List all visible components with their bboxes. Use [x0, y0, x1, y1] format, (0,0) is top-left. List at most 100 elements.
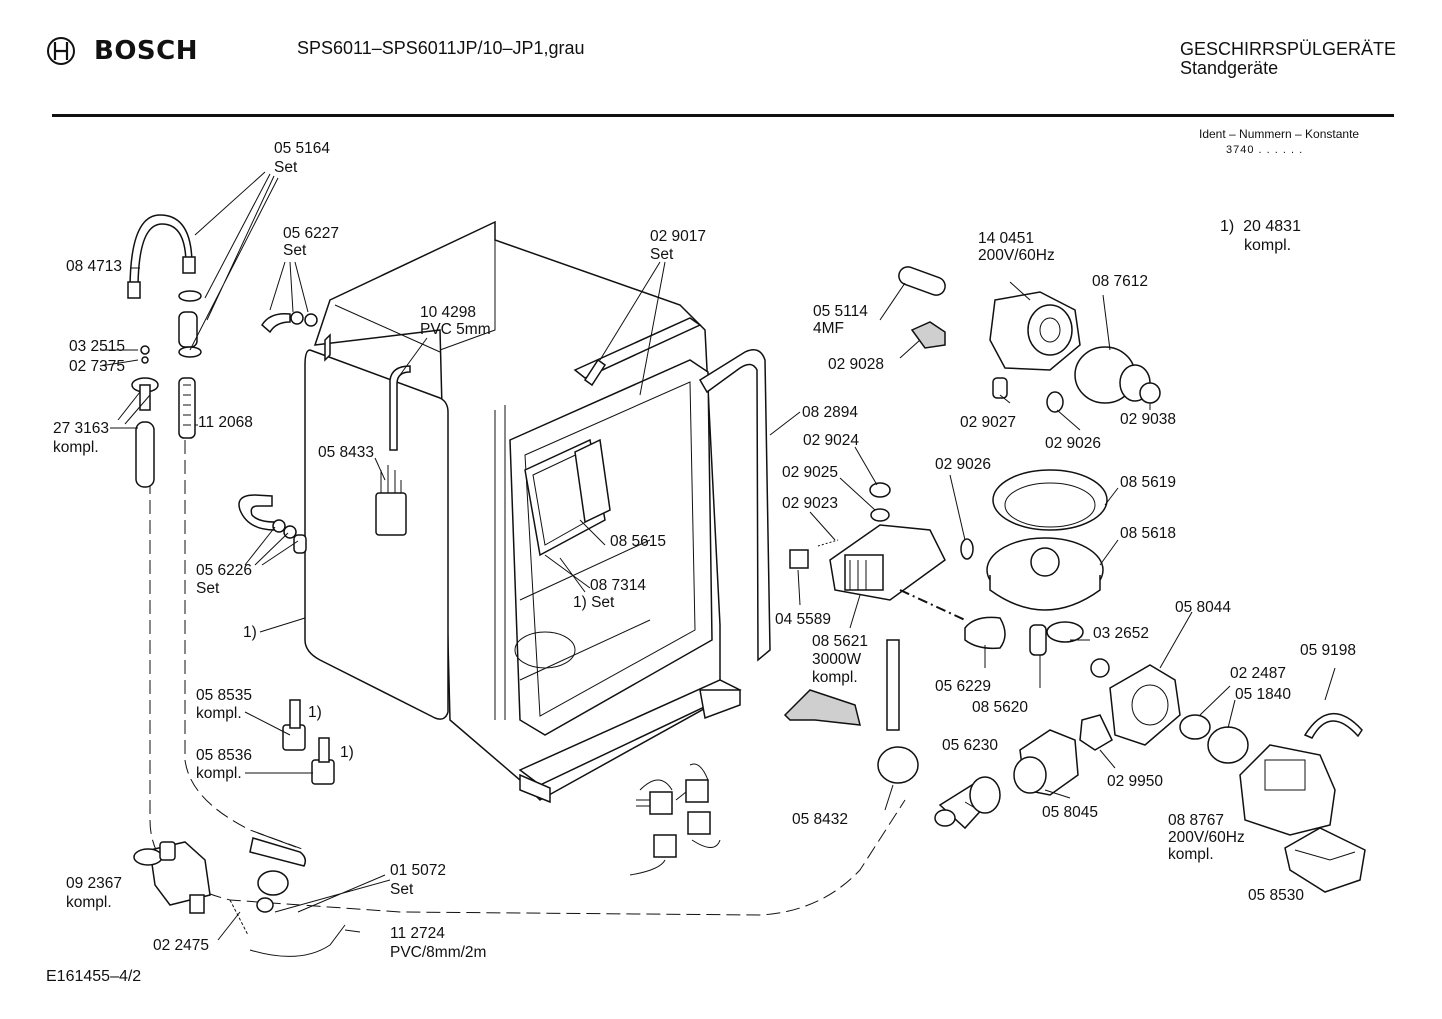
inlet-valve-092367 [133, 841, 211, 914]
valve-058535 [282, 699, 306, 751]
label-087612: 08 7612 [1092, 273, 1148, 290]
svg-text:05 8044: 05 8044 [1175, 599, 1231, 616]
label-ref1-a: 1) [308, 704, 322, 721]
capacitor-058433 [375, 465, 407, 536]
label-085615: 08 5615 [610, 533, 666, 550]
ident-constant: 3740 . . . . . . [1226, 144, 1304, 156]
label-015072-l2: Set [390, 881, 414, 898]
svg-text:02 9028: 02 9028 [828, 356, 884, 373]
seal-029038 [1139, 382, 1161, 404]
bosch-logo-icon [47, 37, 75, 65]
label-058535-l2: kompl. [196, 705, 242, 722]
svg-text:05 1840: 05 1840 [1235, 686, 1291, 703]
footnote-ref: 1) [1220, 218, 1235, 235]
pipe-273163 [135, 421, 155, 488]
label-029026b: 02 9026 [935, 456, 991, 473]
label-056226-l2: Set [196, 580, 220, 597]
label-056226-l1: 05 6226 [196, 562, 252, 579]
belt-059198 [1303, 713, 1363, 739]
label-085621-l3: kompl. [812, 669, 858, 686]
heater-085621 [829, 524, 946, 601]
svg-text:1): 1) [243, 624, 257, 641]
connector-085620 [1029, 621, 1084, 656]
label-029017-l1: 02 9017 [650, 228, 706, 245]
label-084713: 08 4713 [66, 258, 122, 275]
svg-text:05 8530: 05 8530 [1248, 887, 1304, 904]
label-029038: 02 9038 [1120, 411, 1176, 428]
label-112068: 11 2068 [198, 414, 253, 431]
svg-text:02 2475: 02 2475 [153, 937, 209, 954]
svg-text:02 9026: 02 9026 [935, 456, 991, 473]
svg-text:08 2894: 08 2894 [802, 404, 858, 421]
category-subtitle: Standgeräte [1180, 58, 1279, 78]
hose-set-015072 [249, 832, 307, 913]
brand: BOSCH [46, 36, 198, 66]
label-029025: 02 9025 [782, 464, 838, 481]
label-085619: 08 5619 [1120, 474, 1176, 491]
label-029024: 02 9024 [803, 432, 859, 449]
svg-text:1) Set: 1) Set [573, 594, 615, 611]
label-055114-l1: 05 5114 [813, 303, 868, 320]
svg-text:08 5615: 08 5615 [610, 533, 666, 550]
svg-text:02 9024: 02 9024 [803, 432, 859, 449]
label-055114-l2: 4MF [813, 320, 844, 337]
label-ref1-left: 1) [243, 624, 257, 641]
svg-text:08 5619: 08 5619 [1120, 474, 1176, 491]
hose-112724 [229, 899, 346, 957]
label-ref1-set: 1) Set [573, 594, 615, 611]
svg-text:05 6230: 05 6230 [942, 737, 998, 754]
hose-set-056227 [261, 311, 318, 334]
motor-088767 [1239, 744, 1336, 836]
hose-set-055164 [178, 290, 202, 358]
label-058536-l2: kompl. [196, 765, 242, 782]
label-085618: 08 5618 [1120, 525, 1176, 542]
hose-set-056226 [238, 494, 307, 554]
label-032515: 03 2515 [69, 338, 125, 355]
svg-text:02 2487: 02 2487 [1230, 665, 1286, 682]
valve-058536 [311, 737, 335, 785]
bushing-029027 [992, 377, 1008, 399]
svg-text:04 5589: 04 5589 [775, 611, 831, 628]
capacitor-055114 [898, 266, 946, 296]
label-055164-l2: Set [274, 159, 298, 176]
leader-lines [99, 171, 1336, 941]
svg-text:08 7612: 08 7612 [1092, 273, 1148, 290]
label-029023: 02 9023 [782, 495, 838, 512]
svg-text:02 9026: 02 9026 [1045, 435, 1101, 452]
svg-text:03 2652: 03 2652 [1093, 625, 1149, 642]
svg-text:02 9023: 02 9023 [782, 495, 838, 512]
label-015072-l1: 01 5072 [390, 862, 446, 879]
label-273163-l2: kompl. [53, 439, 99, 456]
cover-058530 [1284, 827, 1366, 893]
svg-text:05 8432: 05 8432 [792, 811, 848, 828]
label-029950: 02 9950 [1107, 773, 1163, 790]
sensor-045589 [789, 549, 809, 569]
label-085621-l1: 08 5621 [812, 633, 868, 650]
label-104298-l1: 10 4298 [420, 304, 476, 321]
svg-text:02 9025: 02 9025 [782, 464, 838, 481]
label-087314: 08 7314 [590, 577, 646, 594]
label-085621-l2: 3000W [812, 651, 861, 668]
svg-text:05 9198: 05 9198 [1300, 642, 1356, 659]
label-140451-l2: 200V/60Hz [978, 247, 1055, 264]
sump-085619 [992, 469, 1108, 531]
svg-text:11 2068: 11 2068 [198, 414, 253, 431]
svg-text:1): 1) [340, 744, 354, 761]
footnote-text: kompl. [1244, 237, 1292, 254]
hose-112068 [178, 377, 196, 439]
connector-056230 [934, 776, 1001, 830]
seal-029950 [1079, 714, 1113, 751]
svg-text:08 5618: 08 5618 [1120, 525, 1176, 542]
label-058536-l1: 05 8536 [196, 747, 252, 764]
model-title: SPS6011–SPS6011JP/10–JP1,grau [297, 38, 585, 58]
svg-text:08 4713: 08 4713 [66, 258, 122, 275]
footnote-box: 1) 20 4831 kompl. [1220, 217, 1301, 255]
